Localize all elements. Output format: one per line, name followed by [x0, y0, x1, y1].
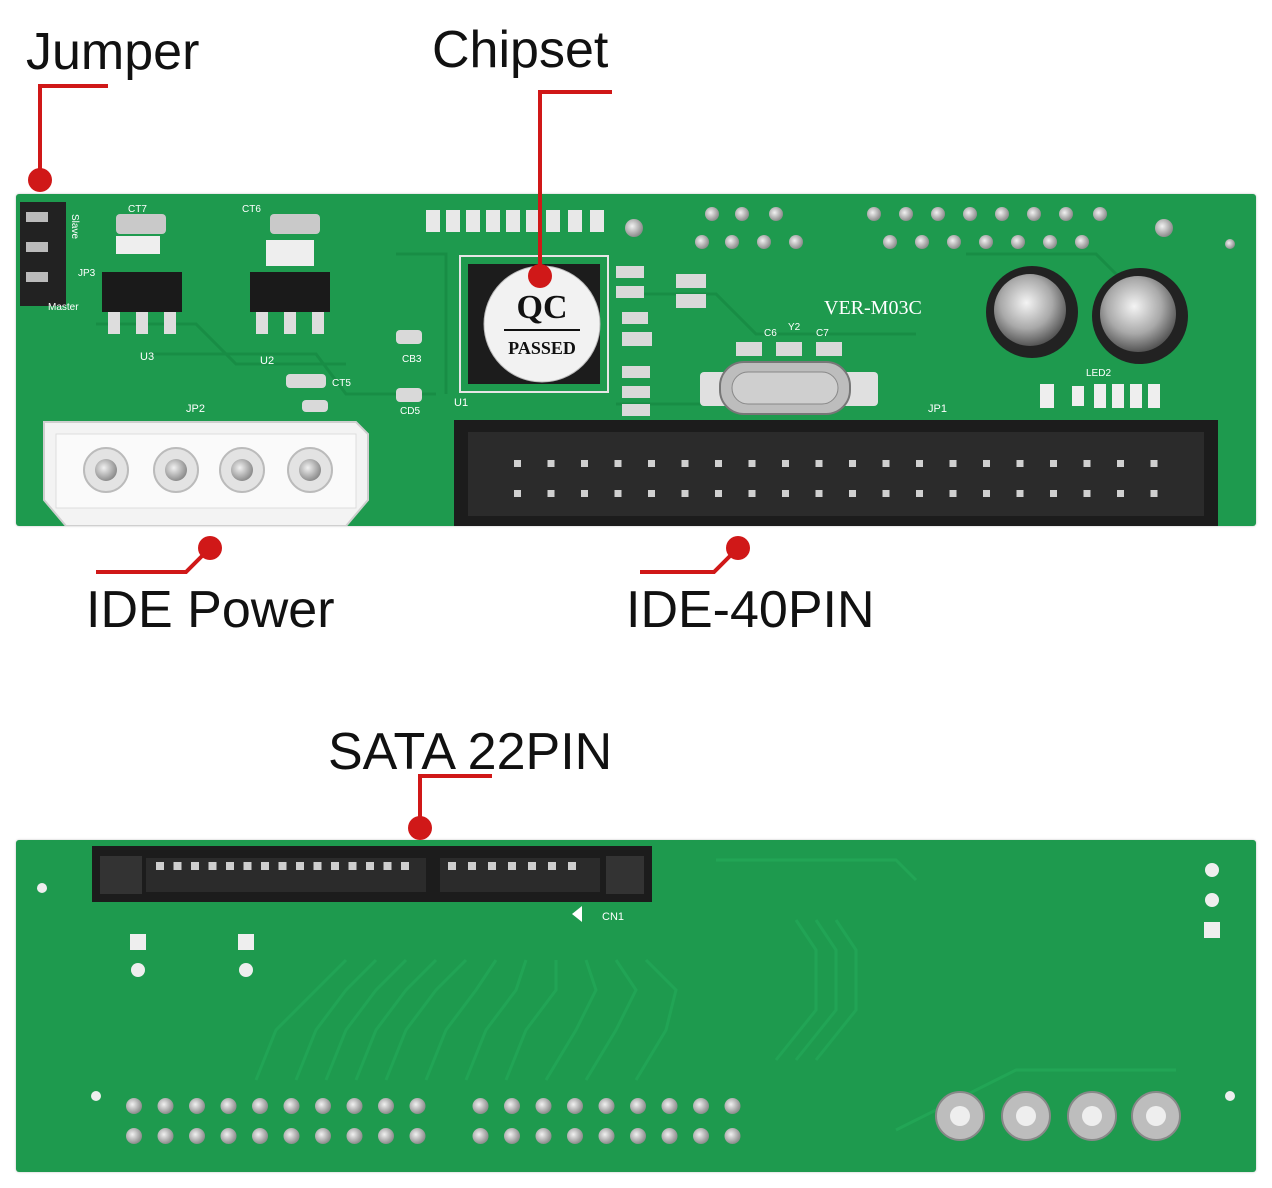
jumper-label: Jumper [26, 23, 200, 81]
top-pcb-board: Slave Master JP3 CT7 U3 CT6 U2 [16, 194, 1256, 526]
qc-sticker-bottom: PASSED [508, 338, 576, 358]
jumper-pointer-dot [28, 168, 52, 192]
chipset-label: Chipset [432, 21, 609, 79]
cb3-silk: CB3 [402, 354, 422, 365]
ide-40pin-label: IDE-40PIN [626, 581, 875, 639]
u2-silk: U2 [260, 355, 274, 367]
sata-22pin-label: SATA 22PIN [328, 723, 613, 781]
master-silk: Master [48, 302, 79, 313]
ide-power-molex-connector [43, 421, 369, 526]
ide-40pin-pointer-line [640, 546, 740, 574]
ide-power-pointer-line [96, 546, 212, 574]
y2-silk: Y2 [788, 322, 801, 333]
led2-silk: LED2 [1086, 368, 1111, 379]
bottom-pcb-graphic: CN1 [37, 846, 1235, 1144]
ct7-silk: CT7 [128, 204, 147, 215]
c6-silk: C6 [764, 328, 777, 339]
jumper-pointer-line [38, 84, 108, 180]
sata-22pin-connector [92, 846, 652, 902]
u3-silk: U3 [140, 351, 154, 363]
ide-40pin-pointer-dot [726, 536, 750, 560]
cd5-silk: CD5 [400, 406, 420, 417]
top-pcb-graphic: Slave Master JP3 CT7 U3 CT6 U2 [20, 202, 1235, 526]
bottom-pcb-board: CN1 [16, 840, 1256, 1172]
crystal-y2 [700, 361, 878, 415]
electrolytic-capacitors [986, 266, 1188, 364]
ide-power-pointer-dot [198, 536, 222, 560]
cn1-silk: CN1 [602, 911, 624, 923]
c7-silk: C7 [816, 328, 829, 339]
version-silk: VER-M03C [824, 297, 922, 319]
regulator-u3 [102, 214, 182, 334]
jumper-header [20, 202, 66, 306]
header-pads [625, 207, 1235, 249]
ide-40pin-connector [454, 420, 1218, 526]
ide-pin-through-holes [126, 1098, 741, 1144]
slave-silk: Slave [69, 214, 80, 239]
sata-pointer-dot [408, 816, 432, 840]
jp1-silk: JP1 [928, 403, 947, 415]
u1-silk: U1 [454, 397, 468, 409]
ct5-silk: CT5 [332, 378, 351, 389]
ide-power-label: IDE Power [86, 581, 335, 639]
jp2-silk: JP2 [186, 403, 205, 415]
regulator-u2 [250, 214, 330, 334]
ct6-silk: CT6 [242, 204, 261, 215]
jp3-silk: JP3 [78, 268, 96, 279]
molex-solder-pads [935, 1091, 1181, 1141]
sata-pointer-line [418, 774, 492, 828]
qc-sticker-top: QC [517, 289, 568, 326]
